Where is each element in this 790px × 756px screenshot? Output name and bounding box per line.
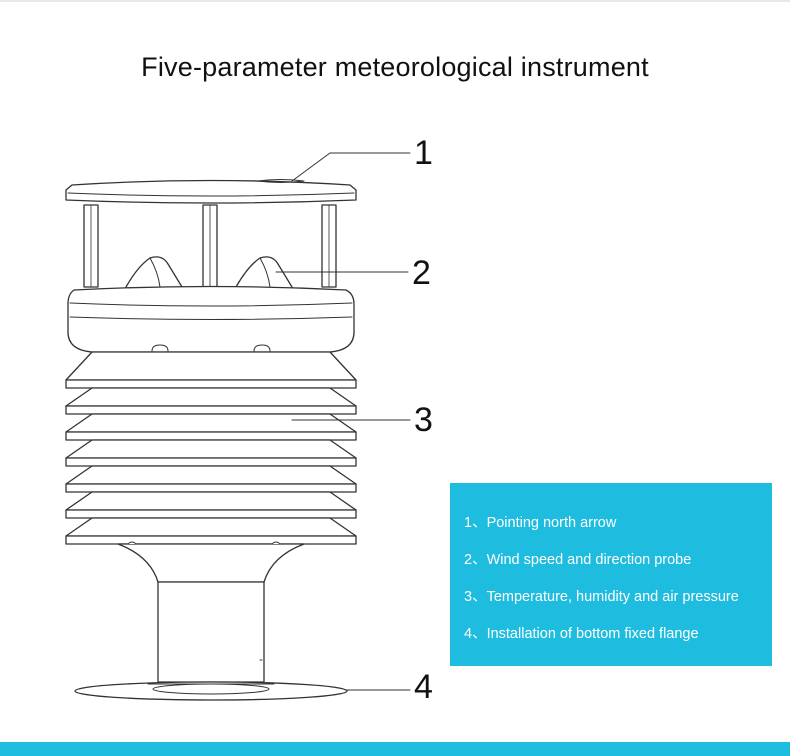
legend-item-temp-humidity-pressure: 3、Temperature, humidity and air pressure [464, 589, 739, 605]
leader-lines [275, 152, 411, 691]
bottom-band [0, 742, 790, 756]
instrument-top-cap [65, 179, 357, 204]
legend-item-wind-probe: 2、Wind speed and direction probe [464, 552, 692, 568]
mounting-pole [157, 581, 265, 683]
instrument-pillars [83, 204, 337, 288]
legend-box: 1、Pointing north arrow 2、Wind speed and … [450, 483, 772, 666]
radiation-shield [65, 351, 357, 545]
legend-item-bottom-flange: 4、Installation of bottom fixed flange [464, 626, 699, 642]
wind-probe-bumps [125, 256, 293, 288]
instrument-neck [117, 541, 305, 583]
bottom-flange [74, 681, 348, 701]
legend-list: 1、Pointing north arrow 2、Wind speed and … [464, 511, 739, 659]
page-title: Five-parameter meteorological instrument [141, 52, 649, 82]
callout-4: 4 [414, 668, 433, 706]
callout-2: 2 [412, 254, 431, 292]
callout-3: 3 [414, 401, 433, 439]
callout-1: 1 [414, 134, 433, 172]
legend-item-north-arrow: 1、Pointing north arrow [464, 515, 617, 531]
instrument-housing [67, 285, 355, 353]
top-rule [0, 0, 790, 2]
